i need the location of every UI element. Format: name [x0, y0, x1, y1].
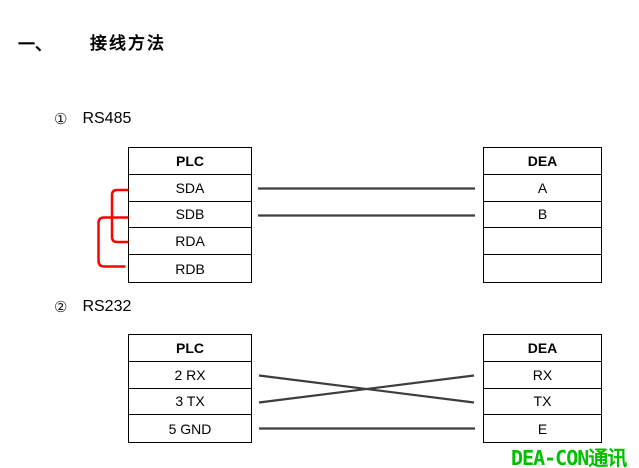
rs232-plc-pin-3tx: 3 TX	[129, 389, 251, 416]
rs485-dea-pin-empty-1	[484, 228, 601, 256]
rs485-plc-header: PLC	[129, 148, 251, 175]
circled-two-marker: ②	[54, 299, 68, 316]
rs485-dea-table: DEA A B	[483, 147, 602, 283]
wire-3tx-to-rx	[258, 374, 475, 404]
rs232-dea-pin-rx: RX	[484, 362, 601, 389]
red-jumper-sda-rda	[110, 188, 129, 244]
rs485-plc-table: PLC SDA SDB RDA RDB	[128, 147, 252, 283]
rs232-plc-pin-2rx: 2 RX	[129, 362, 251, 389]
watermark-text: DEA-CON通讯	[511, 446, 627, 468]
section-rs232-title: RS232	[82, 298, 132, 315]
rs485-dea-pin-empty-2	[484, 255, 601, 282]
circled-one-marker: ①	[54, 111, 68, 128]
section-rs232-label: ② RS232	[54, 298, 131, 316]
rs485-plc-pin-rda: RDA	[129, 228, 251, 256]
red-jumper-sdb-rdb	[97, 216, 129, 268]
section-rs485-title: RS485	[82, 110, 132, 127]
rs485-dea-header: DEA	[484, 148, 601, 175]
rs232-dea-pin-e: E	[537, 420, 548, 437]
rs485-plc-pin-rdb: RDB	[175, 260, 205, 277]
page-title: 接线方法	[90, 34, 166, 53]
rs485-plc-pin-sda: SDA	[129, 175, 251, 202]
rs485-plc-pin-sdb: SDB	[129, 202, 251, 229]
rs485-dea-pin-a: A	[484, 175, 601, 202]
rs232-dea-pin-tx: TX	[484, 389, 601, 416]
rs232-plc-pin-5gnd: 5 GND	[168, 420, 212, 437]
rs232-plc-table: PLC 2 RX 3 TX 5 GND	[128, 334, 252, 443]
section-rs485-label: ① RS485	[54, 110, 131, 128]
rs232-plc-header: PLC	[129, 335, 251, 362]
heading-number: 一、	[18, 35, 52, 54]
rs232-dea-table: DEA RX TX E	[483, 334, 602, 443]
rs232-dea-header: DEA	[484, 335, 601, 362]
wire-2rx-to-tx	[258, 374, 475, 404]
rs485-dea-pin-b: B	[484, 202, 601, 229]
